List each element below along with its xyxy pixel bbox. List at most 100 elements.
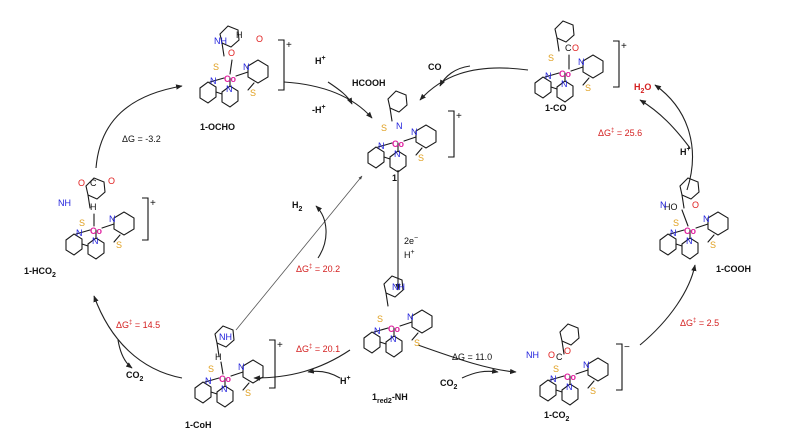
cycle-arrows — [93, 65, 697, 381]
svg-text:S: S — [585, 83, 591, 93]
energy-dg-red: ΔG‡ = 20.1 — [296, 344, 340, 354]
svg-text:+: + — [286, 40, 292, 51]
svg-text:Co: Co — [564, 372, 576, 382]
complex-1-coh: H NH Co S N S N N + 1-CoH — [185, 325, 283, 430]
label-1-hco2: 1-HCO2 — [24, 266, 56, 279]
svg-text:N: N — [374, 326, 381, 336]
svg-text:S: S — [673, 218, 679, 228]
svg-text:S: S — [377, 314, 383, 324]
svg-text:Co: Co — [559, 69, 571, 79]
svg-text:C: C — [90, 178, 97, 188]
svg-text:N: N — [221, 384, 228, 394]
svg-text:N: N — [243, 62, 250, 72]
species-minus-h-plus: -H+ — [312, 104, 326, 115]
svg-text:N: N — [238, 362, 245, 372]
svg-text:H: H — [236, 30, 243, 40]
energy-dg-h2: ΔG‡ = 20.2 — [296, 264, 340, 274]
svg-text:N: N — [390, 334, 397, 344]
label-1red2-nh: 1red2-NH — [372, 392, 408, 405]
svg-text:+: + — [621, 41, 627, 52]
energy-dg-hco2: ΔG‡ = 14.5 — [116, 320, 160, 330]
svg-text:N: N — [686, 236, 693, 246]
svg-text:S: S — [710, 240, 716, 250]
svg-text:Co: Co — [224, 74, 236, 84]
energy-dg-co2: ΔG = 11.0 — [452, 352, 492, 362]
label-1: 1 — [392, 173, 397, 183]
complex-1-co: C O Co S N S N N + 1-CO — [534, 20, 627, 113]
svg-text:N: N — [660, 200, 667, 210]
svg-text:+: + — [150, 198, 156, 209]
svg-text:S: S — [548, 53, 554, 63]
species-h-reduction: H+ — [404, 249, 415, 260]
svg-text:S: S — [553, 364, 559, 374]
svg-text:O: O — [572, 43, 579, 53]
svg-text:N: N — [411, 127, 418, 137]
svg-text:NH: NH — [526, 350, 539, 360]
svg-text:S: S — [79, 218, 85, 228]
svg-text:S: S — [418, 153, 424, 163]
svg-text:N: N — [583, 360, 590, 370]
svg-text:N: N — [545, 71, 552, 81]
species-co2-bottom: CO2 — [440, 378, 458, 391]
svg-text:N: N — [407, 312, 414, 322]
species-h-plus-bottom: H+ — [340, 375, 351, 386]
svg-text:N: N — [109, 214, 116, 224]
svg-text:N: N — [561, 79, 568, 89]
svg-text:S: S — [414, 338, 420, 348]
svg-text:Co: Co — [219, 374, 231, 384]
species-h-plus-top: H+ — [315, 55, 326, 66]
svg-text:S: S — [245, 388, 251, 398]
svg-text:S: S — [250, 88, 256, 98]
svg-text:+: + — [277, 340, 283, 351]
svg-text:HO: HO — [664, 202, 678, 212]
svg-text:N: N — [378, 141, 385, 151]
svg-text:N: N — [76, 228, 83, 238]
species-2e: 2e− — [404, 235, 418, 246]
label-1-cooh: 1-COOH — [716, 264, 751, 274]
svg-text:H: H — [90, 202, 97, 212]
svg-text:C: C — [565, 43, 572, 53]
species-h-plus-right: H+ — [680, 146, 691, 157]
svg-text:O: O — [228, 48, 235, 58]
svg-text:Co: Co — [392, 139, 404, 149]
svg-text:Co: Co — [388, 324, 400, 334]
svg-text:S: S — [590, 386, 596, 396]
svg-text:C: C — [556, 352, 563, 362]
svg-text:NH: NH — [58, 198, 71, 208]
svg-text:O: O — [78, 178, 85, 188]
complex-1red2-nh: NH Co S N S N N 1red2-NH — [363, 275, 433, 405]
label-1-co: 1-CO — [545, 103, 567, 113]
svg-text:Co: Co — [90, 226, 102, 236]
svg-text:S: S — [116, 240, 122, 250]
energy-dg-co: ΔG‡ = 25.6 — [598, 128, 642, 138]
complex-1-ocho: O H O NH Co S N S N N + 1-OCHO — [199, 25, 292, 132]
species-h2: H2 — [292, 200, 303, 213]
svg-text:NH: NH — [214, 36, 227, 46]
svg-text:H: H — [215, 352, 222, 362]
svg-text:N: N — [578, 57, 585, 67]
svg-text:N: N — [566, 382, 573, 392]
svg-text:NH: NH — [219, 332, 232, 342]
species-hcooh: HCOOH — [352, 78, 386, 88]
svg-text:N: N — [210, 76, 217, 86]
svg-text:−: − — [624, 342, 630, 353]
species-h2o: H2O — [634, 82, 651, 95]
svg-text:O: O — [256, 34, 263, 44]
complex-1-co2: O C O Co NH S N S N N − 1-CO2 — [526, 323, 630, 423]
svg-text:N: N — [394, 149, 401, 159]
svg-text:Co: Co — [684, 226, 696, 236]
svg-text:N: N — [226, 84, 233, 94]
svg-text:S: S — [381, 123, 387, 133]
svg-text:N: N — [396, 121, 403, 131]
svg-text:O: O — [548, 350, 555, 360]
species-co-released: CO — [428, 62, 442, 72]
svg-text:O: O — [692, 200, 699, 210]
svg-text:N: N — [205, 376, 212, 386]
svg-text:N: N — [670, 228, 677, 238]
species-co2-left: CO2 — [126, 370, 144, 383]
complex-1: Co N S N S N N + 1 — [367, 90, 462, 183]
label-1-ocho: 1-OCHO — [200, 122, 235, 132]
svg-text:NH: NH — [392, 282, 405, 292]
svg-text:O: O — [108, 176, 115, 186]
